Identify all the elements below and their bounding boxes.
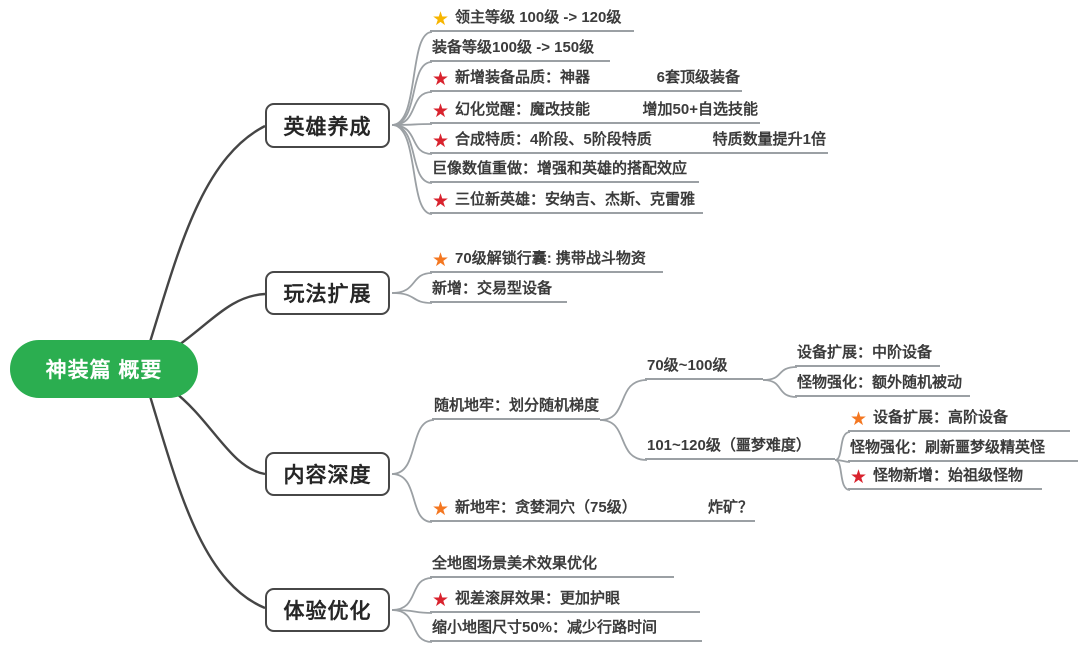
topic-note: 6套顶级装备: [656, 69, 740, 86]
star-icon: ★: [432, 69, 450, 90]
root-topic-label: 神装篇 概要: [45, 359, 163, 382]
topic-note: 特质数量提升1倍: [712, 131, 826, 148]
topic-lord-level[interactable]: ★ 领主等级 100级 -> 120级: [430, 6, 634, 32]
topic-note: 炸矿？: [707, 499, 753, 516]
topic-text: 领主等级 100级 -> 120级: [455, 9, 622, 26]
topic-text: 怪物新增：始祖级怪物: [873, 467, 1024, 484]
topic-text: 缩小地图尺寸50%：减少行路时间: [432, 619, 658, 636]
topic-text: 三位新英雄：安纳吉、杰斯、克雷雅: [455, 191, 696, 208]
topic-monster-random-passive[interactable]: 怪物强化：额外随机被动: [795, 371, 970, 397]
topic-ancestor-monster[interactable]: ★ 怪物新增：始祖级怪物: [848, 464, 1042, 490]
star-icon: ★: [432, 499, 450, 520]
topic-high-device[interactable]: ★ 设备扩展：高阶设备: [848, 406, 1070, 432]
branch-label: 体验优化: [283, 600, 372, 623]
topic-synth-trait[interactable]: ★ 合成特质：4阶段、5阶段特质 特质数量提升1倍: [430, 128, 828, 154]
topic-note: 增加50+自选技能: [642, 101, 758, 118]
topic-text: 设备扩展：高阶设备: [873, 409, 1009, 426]
topic-text: 怪物强化：刷新噩梦级精英怪: [850, 439, 1046, 456]
star-icon: ★: [432, 131, 450, 152]
topic-map-shrink[interactable]: 缩小地图尺寸50%：减少行路时间: [430, 616, 702, 642]
branch-label: 英雄养成: [283, 115, 372, 139]
group-level-70-100[interactable]: 70级~100级: [645, 354, 763, 380]
topic-text: 巨像数值重做：增强和英雄的搭配效应: [432, 160, 688, 177]
root-topic[interactable]: 神装篇 概要: [10, 340, 198, 398]
topic-text: 全地图场景美术效果优化: [432, 555, 598, 572]
topic-text: 视差滚屏效果：更加护眼: [455, 590, 621, 607]
branch-gameplay-expansion[interactable]: 玩法扩展: [265, 271, 390, 315]
branch-experience-optimization[interactable]: 体验优化: [265, 588, 390, 632]
topic-mid-device[interactable]: 设备扩展：中阶设备: [795, 341, 940, 367]
topic-new-quality[interactable]: ★ 新增装备品质：神器 6套顶级装备: [430, 66, 742, 92]
topic-random-dungeon[interactable]: 随机地牢：划分随机梯度: [432, 394, 600, 420]
star-icon: ★: [850, 409, 868, 430]
branch-content-depth[interactable]: 内容深度: [265, 452, 390, 496]
branch-label: 内容深度: [283, 464, 372, 487]
star-icon: ★: [432, 250, 450, 271]
topic-new-dungeon[interactable]: ★ 新地牢：贪婪洞穴（75级） 炸矿？: [430, 496, 755, 522]
topic-parallax[interactable]: ★ 视差滚屏效果：更加护眼: [430, 587, 700, 613]
topic-text: 70级解锁行囊: 携带战斗物资: [455, 250, 646, 267]
topic-colossus-rework[interactable]: 巨像数值重做：增强和英雄的搭配效应: [430, 157, 699, 183]
topic-text: 新增装备品质：神器: [455, 69, 591, 86]
topic-nightmare-elite[interactable]: 怪物强化：刷新噩梦级精英怪: [848, 436, 1078, 462]
topic-text: 合成特质：4阶段、5阶段特质: [455, 131, 652, 148]
branch-label: 玩法扩展: [283, 283, 372, 306]
topic-text: 新地牢：贪婪洞穴（75级）: [455, 499, 637, 516]
topic-new-trade-device[interactable]: 新增：交易型设备: [430, 277, 567, 303]
star-icon: ★: [432, 101, 450, 122]
topic-new-heroes[interactable]: ★ 三位新英雄：安纳吉、杰斯、克雷雅: [430, 188, 703, 214]
topic-text: 70级~100级: [647, 357, 728, 374]
branch-hero-growth[interactable]: 英雄养成: [265, 103, 390, 148]
star-icon: ★: [432, 590, 450, 611]
topic-equip-level[interactable]: 装备等级100级 -> 150级: [430, 36, 610, 62]
topic-text: 新增：交易型设备: [432, 280, 553, 297]
star-icon: ★: [850, 467, 868, 488]
topic-text: 101~120级（噩梦难度）: [647, 437, 811, 454]
topic-text: 幻化觉醒：魔改技能: [455, 101, 591, 118]
topic-bag-unlock[interactable]: ★ 70级解锁行囊: 携带战斗物资: [430, 247, 663, 273]
topic-text: 设备扩展：中阶设备: [797, 344, 933, 361]
group-level-101-120[interactable]: 101~120级（噩梦难度）: [645, 434, 835, 460]
star-icon: ★: [432, 9, 450, 30]
star-icon: ★: [432, 191, 450, 212]
topic-transmog-awaken[interactable]: ★ 幻化觉醒：魔改技能 增加50+自选技能: [430, 98, 760, 124]
topic-map-art[interactable]: 全地图场景美术效果优化: [430, 552, 674, 578]
topic-text: 随机地牢：划分随机梯度: [434, 397, 600, 414]
topic-text: 怪物强化：额外随机被动: [797, 374, 963, 391]
topic-text: 装备等级100级 -> 150级: [432, 39, 595, 56]
